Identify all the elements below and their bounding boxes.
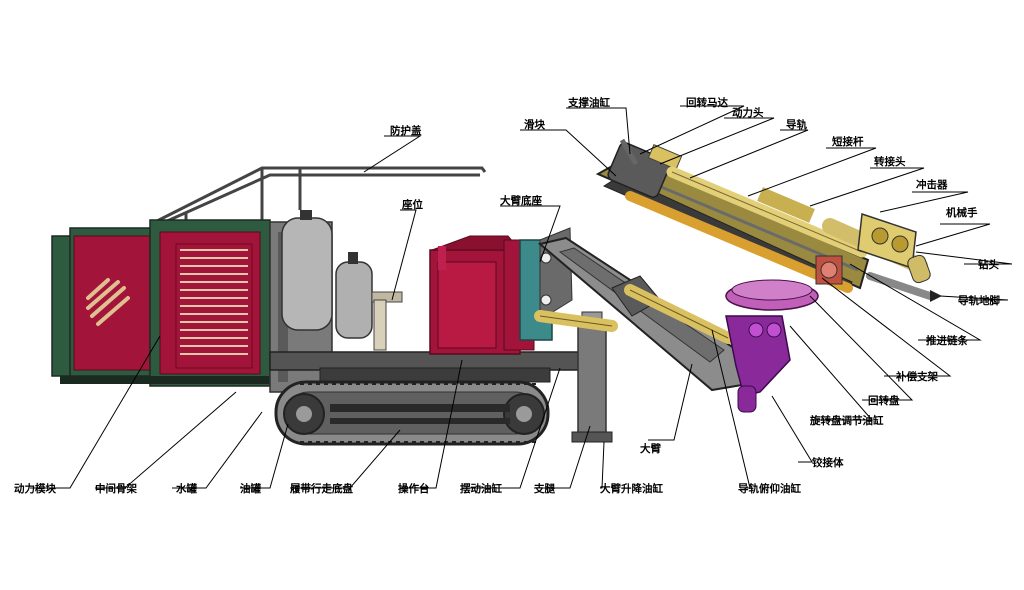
drill-bit xyxy=(907,254,931,284)
label-compensation-support: 补偿支架 xyxy=(895,370,938,383)
protective-cover xyxy=(154,166,487,224)
label-feed-chain: 推进链条 xyxy=(926,334,968,347)
water-tank xyxy=(281,210,333,331)
big-boom xyxy=(537,236,750,392)
power-module xyxy=(51,219,271,387)
guide-rail xyxy=(595,154,870,293)
guide-foot xyxy=(866,272,942,302)
label-power-head: 动力头 xyxy=(732,106,764,119)
drill-rig-illustration xyxy=(51,138,942,446)
label-big-boom: 大臂 xyxy=(640,442,661,455)
label-middle-frame: 中间骨架 xyxy=(95,482,137,495)
chassis-beam xyxy=(269,351,601,383)
label-support-leg: 支腿 xyxy=(533,482,555,495)
label-slider: 滑块 xyxy=(524,118,545,131)
guide-pitch-cylinder xyxy=(624,284,734,344)
label-oil-tank: 油罐 xyxy=(240,482,261,495)
label-rotary-motor: 回转马达 xyxy=(686,96,728,109)
control-platform xyxy=(429,235,535,355)
label-short-rod: 短接杆 xyxy=(832,135,864,148)
label-rotary-adjust-cylinder: 旋转盘调节油缸 xyxy=(809,414,884,427)
label-guide-foot: 导轨地脚 xyxy=(958,294,1000,307)
oil-tank xyxy=(335,252,403,351)
label-hinge-body: 铰接体 xyxy=(812,456,844,469)
label-boom-lift-cylinder: 大臂升降油缸 xyxy=(600,482,663,495)
support-cylinder xyxy=(619,138,639,166)
label-guide-pitch-cylinder: 导轨俯仰油缸 xyxy=(738,482,801,495)
label-rotary-disk: 回转盘 xyxy=(868,394,900,407)
label-support-cylinder: 支撑油缸 xyxy=(567,96,610,109)
label-water-tank: 水罐 xyxy=(175,482,197,495)
label-drill-bit: 钻头 xyxy=(978,258,999,271)
crawler-track xyxy=(274,380,550,446)
manipulator xyxy=(857,212,917,270)
label-power-module: 动力模块 xyxy=(14,482,56,495)
label-adapter: 转接头 xyxy=(874,155,906,168)
drill-rod xyxy=(666,166,868,258)
rotary-disk xyxy=(725,279,819,311)
label-guide-rail: 导轨 xyxy=(786,118,807,131)
label-protective-cover: 防护盖 xyxy=(390,124,422,137)
power-head xyxy=(607,142,683,198)
label-boom-base: 大臂底座 xyxy=(500,194,542,207)
support-leg xyxy=(571,311,613,443)
boom-lift-cylinder xyxy=(534,310,618,332)
label-swing-cylinder: 摆动油缸 xyxy=(460,482,502,495)
label-texts: 动力模块 中间骨架 水罐 油罐 履带行走底盘 操作台 摆动油缸 支腿 大臂升降油… xyxy=(14,96,1000,495)
label-control-platform: 操作台 xyxy=(398,482,430,495)
label-seat: 座位 xyxy=(401,198,423,211)
label-impactor: 冲击器 xyxy=(916,178,948,191)
hinge-body xyxy=(725,315,791,413)
label-manipulator: 机械手 xyxy=(946,206,978,219)
leader-lines xyxy=(30,105,1013,489)
label-crawler-chassis: 履带行走底盘 xyxy=(289,482,353,495)
